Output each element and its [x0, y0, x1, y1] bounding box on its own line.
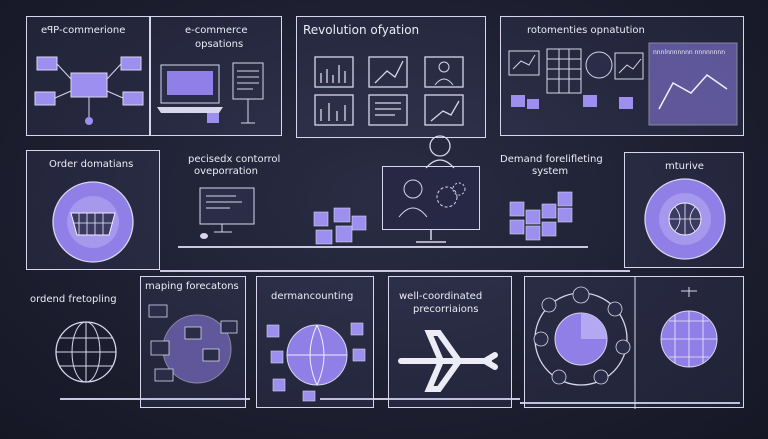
connector-line [320, 398, 520, 400]
panel-title: ordend fretopling [30, 294, 117, 305]
panel-subtitle: oveporration [194, 166, 258, 177]
connector-line [520, 402, 740, 404]
laptop-icon [157, 62, 264, 124]
airplane-icon [398, 330, 498, 392]
panel-ecommerce: eꟼP-commerione [26, 16, 150, 136]
panel-title: mturive [665, 161, 704, 172]
panel-precorriaions: well-coordinated precorriaions [388, 276, 512, 408]
person-gear-icon [398, 179, 466, 218]
connector-line [178, 246, 588, 248]
panel-automation: rotomenties opnatution nnnlnnnnnnn nnnnn… [500, 16, 744, 136]
panel-fretopling: ordend fretopling [26, 276, 140, 408]
box-stack-icon [509, 191, 573, 241]
globe-icon [266, 322, 366, 402]
panel-title: Revolution ofyation [303, 23, 420, 37]
globe-icon [644, 178, 726, 260]
headset-person-icon [425, 135, 455, 169]
dashboard-icon [508, 42, 738, 126]
mini-chart-label: nnnlnnnnnnn nnnnnnnn [653, 49, 726, 56]
panel-subtitle: system [532, 166, 569, 177]
connector-line [60, 398, 250, 400]
panel-center-monitor [382, 166, 480, 230]
globe-icon [55, 321, 117, 383]
desktop-computer-icon [199, 187, 255, 239]
panel-title: well-coordinated [399, 291, 483, 302]
envelope-network-icon [34, 56, 144, 125]
panel-title: Demand forelifleting [500, 154, 603, 165]
connector-line [160, 270, 630, 272]
mapping-network-icon [148, 304, 238, 384]
panel-title: maping forecatons [145, 281, 239, 292]
panel-dermancounting: dermancounting [256, 276, 374, 408]
panel-control: pecisedx contorrol oveporration [178, 150, 296, 250]
bar-chart-icon [314, 56, 464, 126]
panel-ecommerce-operations: e-commerce opsations [150, 16, 282, 136]
panel-subtitle: opsations [195, 39, 244, 50]
panel-maping-forecasts: maping forecatons [140, 276, 246, 408]
pie-chart-icon [533, 277, 718, 409]
panel-title: pecisedx contorrol [188, 154, 281, 165]
panel-title: Order domatians [49, 159, 134, 170]
panel-subtitle: precorriaions [413, 304, 479, 315]
panel-title: e-commerce [185, 25, 248, 36]
panel-title: rotomenties opnatution [527, 25, 645, 36]
panel-order-domains: Order domatians [26, 150, 160, 270]
panel-revolution: Revolution ofyation [296, 16, 486, 138]
monitor-stand-icon [416, 230, 446, 243]
panel-title: dermancounting [271, 291, 354, 302]
panel-demand-system: Demand forelifleting system [492, 150, 604, 250]
panel-mturive: mturive [624, 152, 744, 268]
shopping-basket-icon [52, 181, 134, 263]
panel-pie-network [524, 276, 744, 409]
panel-title: eꟼP-commerione [41, 25, 126, 36]
box-stack-icon [313, 207, 367, 245]
